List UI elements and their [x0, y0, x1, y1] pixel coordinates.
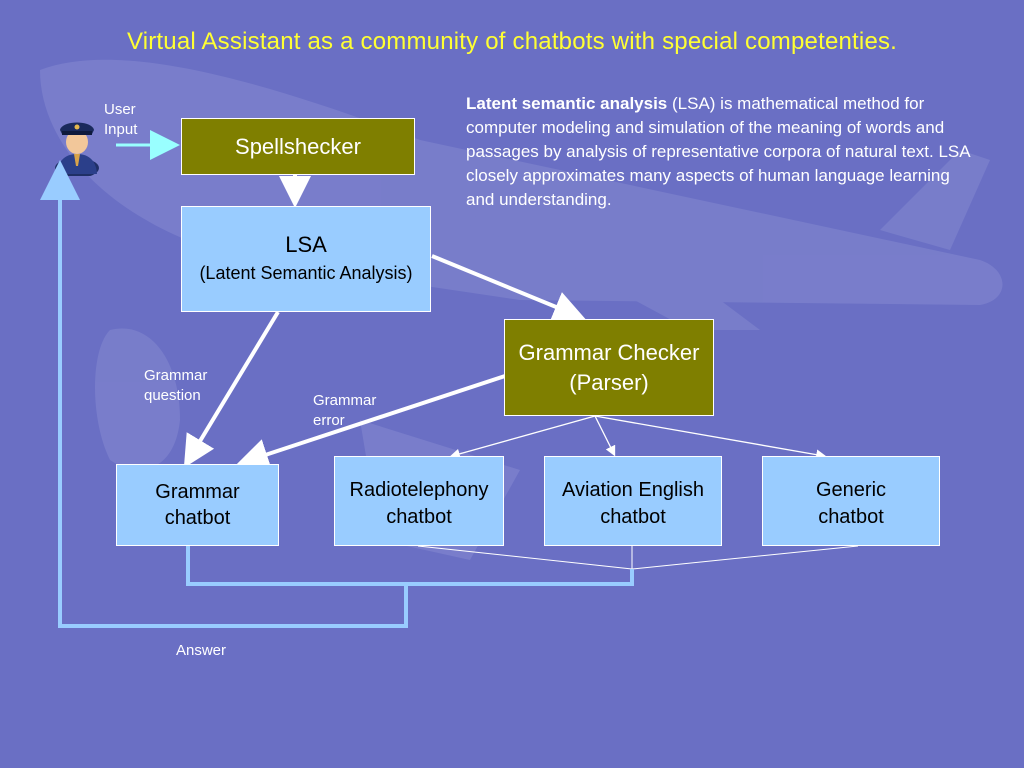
answer-merge-line — [186, 546, 634, 586]
grammar-error-arrow — [236, 374, 506, 470]
user-input-label: User Input — [104, 100, 137, 140]
grammar-question-line1: Grammar — [144, 367, 208, 384]
grammar-chatbot-box: Grammar chatbot — [116, 464, 279, 546]
radio-to-merge-line — [417, 545, 633, 570]
lsa-box: LSA (Latent Semantic Analysis) — [181, 206, 431, 312]
grammar-checker-line2: (Parser) — [569, 369, 649, 395]
aviation-line2: chatbot — [600, 506, 666, 528]
answer-label: Answer — [176, 642, 227, 659]
grammar-checker-box: Grammar Checker (Parser) — [504, 319, 714, 416]
user-input-line2: Input — [104, 121, 138, 138]
parser-to-aviation-arrow — [594, 415, 616, 457]
parser-to-radio-arrow — [449, 415, 596, 459]
grammar-error-line2: error — [313, 412, 345, 429]
grammar-chatbot-line2: chatbot — [164, 507, 231, 529]
grammar-question-arrow — [183, 310, 280, 468]
generic-to-merge-line — [631, 545, 859, 570]
parser-to-generic-arrow — [594, 415, 827, 460]
answer-return-arrow — [40, 160, 408, 628]
lsa-subtitle: (Latent Semantic Analysis) — [199, 263, 413, 283]
lsa-to-parser-arrow — [431, 254, 586, 322]
user-input-line1: User — [104, 101, 136, 118]
lsa-title: LSA — [285, 232, 327, 257]
generic-chatbot-box: Generic chatbot — [762, 456, 940, 546]
spellchecker-label: Spellshecker — [235, 133, 361, 159]
aviation-english-chatbot-box: Aviation English chatbot — [544, 456, 722, 546]
slide-title: Virtual Assistant as a community of chat… — [126, 28, 898, 55]
lsa-description-text: (LSA) is mathematical method for compute… — [466, 94, 970, 209]
grammar-checker-line1: Grammar Checker — [518, 339, 700, 365]
spellchecker-box: Spellshecker — [181, 118, 415, 175]
generic-line1: Generic — [815, 479, 887, 501]
radiotelephony-line2: chatbot — [386, 506, 452, 528]
grammar-error-line1: Grammar — [313, 392, 377, 409]
grammar-question-line2: question — [144, 387, 201, 404]
grammar-chatbot-line1: Grammar — [155, 481, 240, 503]
radiotelephony-chatbot-box: Radiotelephony chatbot — [334, 456, 504, 546]
radiotelephony-line1: Radiotelephony — [349, 479, 489, 501]
grammar-question-label: Grammar question — [144, 366, 207, 406]
aviation-line1: Aviation English — [562, 479, 704, 501]
lsa-description-term: Latent semantic analysis — [466, 94, 668, 113]
generic-line2: chatbot — [818, 506, 884, 528]
lsa-description: Latent semantic analysis (LSA) is mathem… — [466, 92, 976, 212]
grammar-error-label: Grammar error — [313, 391, 376, 431]
